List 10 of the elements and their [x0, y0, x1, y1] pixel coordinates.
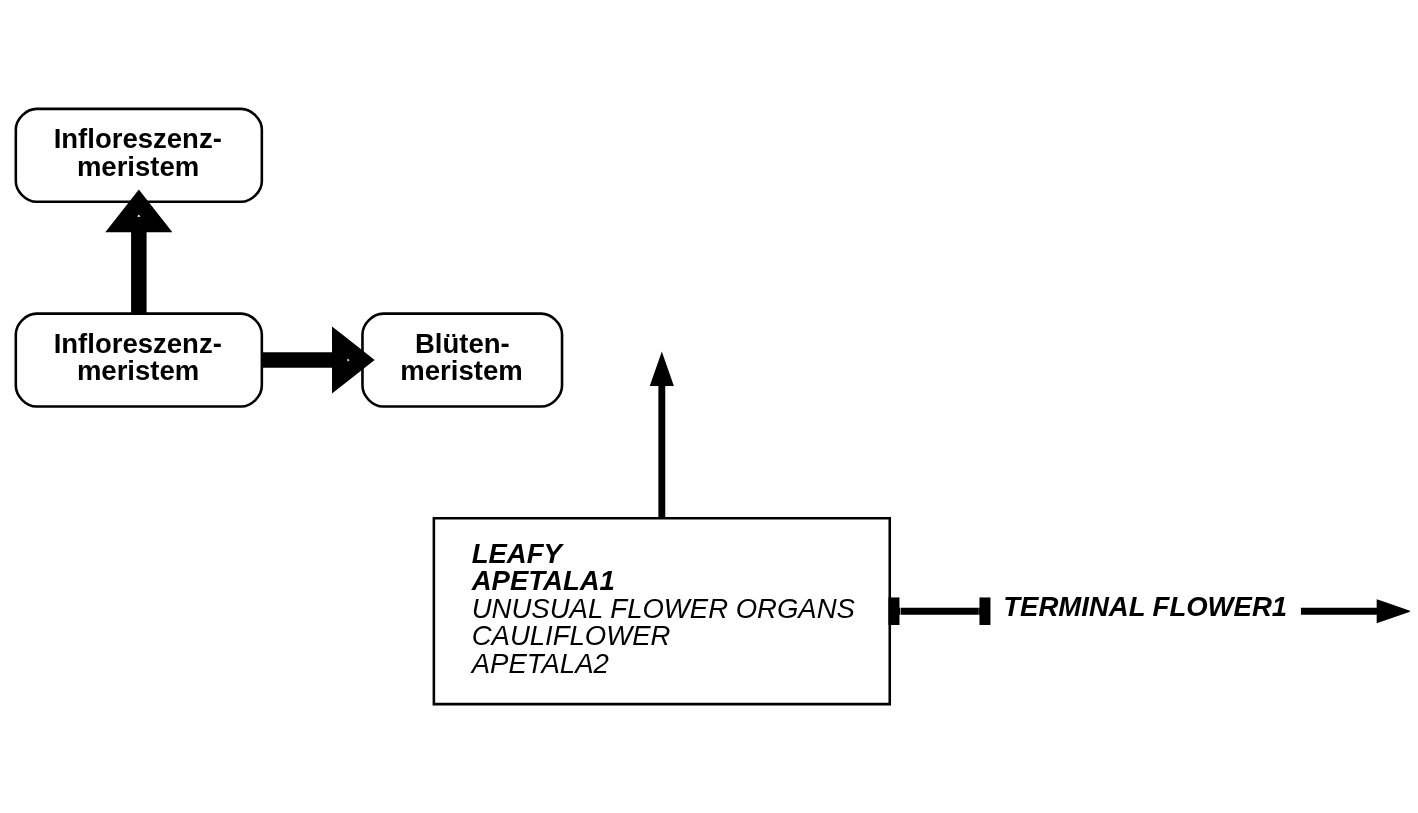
node-text: TERMINAL FLOWER1 — [1003, 591, 1288, 623]
arrow — [262, 326, 375, 394]
node-box: Infloreszenz- meristem — [14, 312, 264, 408]
node-box: Blüten- meristem — [361, 312, 564, 408]
node-box: Infloreszenz- meristem — [14, 107, 264, 204]
connector — [888, 597, 991, 625]
arrow — [649, 351, 674, 518]
node-box: LEAFY APETALA1 UNUSUAL FLOWER ORGANS CAULIFLOWER APETALA2 — [432, 517, 892, 706]
arrow — [1300, 599, 1410, 624]
arrow — [105, 189, 173, 314]
